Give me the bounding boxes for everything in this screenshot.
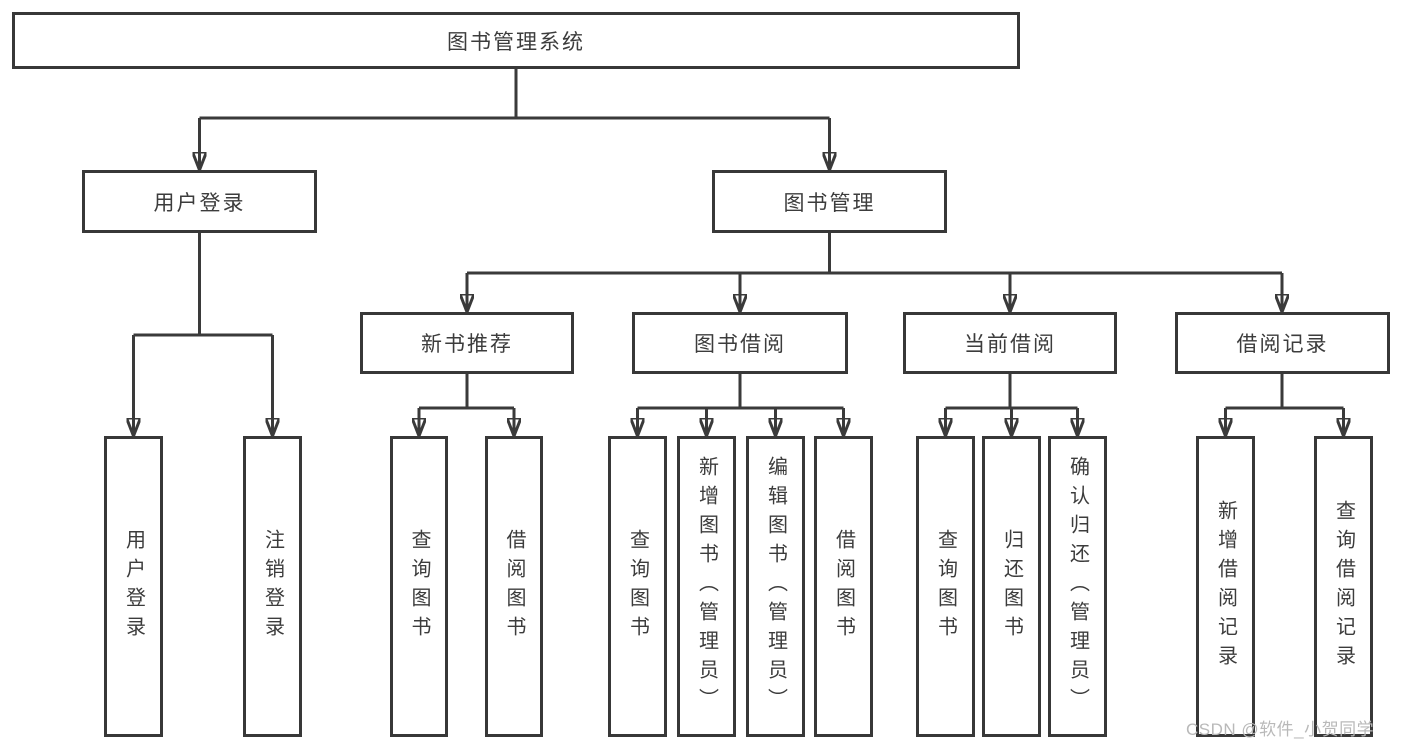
branch-book-borrow [638,374,844,435]
leaf-user-login: 用户登录 [104,436,163,737]
node-book-borrow: 图书借阅 [632,312,848,374]
branch-book-management [467,233,1282,311]
branch-current-borrow [946,374,1078,435]
branch-user-login [134,233,273,435]
leaf-add-borrow-record: 新增借阅记录 [1196,436,1255,737]
node-book-management: 图书管理 [712,170,947,233]
leaf-return-books: 归还图书 [982,436,1041,737]
leaf-logout: 注销登录 [243,436,302,737]
node-library-management-system: 图书管理系统 [12,12,1020,69]
branch-borrow-records [1226,374,1344,435]
leaf-query-books-current: 查询图书 [916,436,975,737]
leaf-query-books-borrow: 查询图书 [608,436,667,737]
node-user-login: 用户登录 [82,170,317,233]
watermark: CSDN @软件_小贺同学 [1186,720,1375,739]
leaf-confirm-return-admin: 确认归还（管理员） [1048,436,1107,737]
node-new-book-recommend: 新书推荐 [360,312,574,374]
leaf-edit-books-admin: 编辑图书（管理员） [746,436,805,737]
leaf-query-borrow-record: 查询借阅记录 [1314,436,1373,737]
node-current-borrow: 当前借阅 [903,312,1117,374]
leaf-borrow-books: 借阅图书 [814,436,873,737]
leaf-add-books-admin: 新增图书（管理员） [677,436,736,737]
branch-root-to-level2 [200,69,830,169]
node-borrow-records: 借阅记录 [1175,312,1390,374]
leaf-borrow-books-recommend: 借阅图书 [485,436,543,737]
leaf-query-books-recommend: 查询图书 [390,436,448,737]
branch-new-book-recommend [419,374,514,435]
